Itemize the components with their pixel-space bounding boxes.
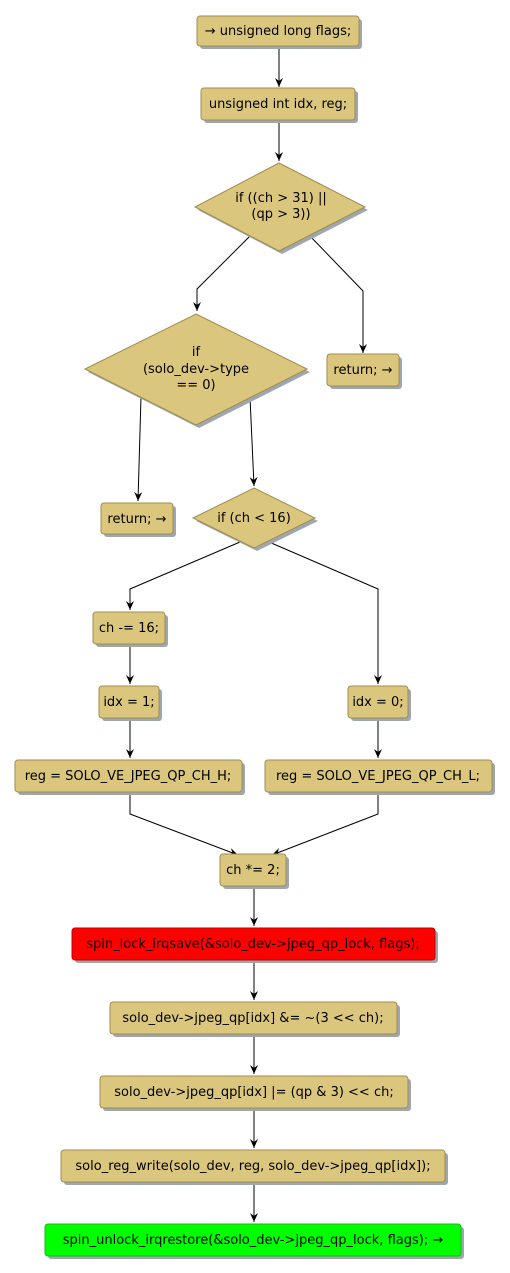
node-idx-1-label: idx = 1; (103, 695, 154, 710)
node-ch-mul-label: ch *= 2; (226, 863, 280, 878)
node-ch-sub-label: ch -= 16; (99, 621, 159, 636)
node-idx-reg-decl-label: unsigned int idx, reg; (209, 97, 347, 112)
node-ch-sub: ch -= 16; (92, 611, 168, 647)
node-reg-write-label: solo_reg_write(solo_dev, reg, solo_dev->… (75, 1159, 430, 1174)
node-ch-mul: ch *= 2; (219, 853, 289, 889)
node-spin-lock-label: spin_lock_irqsave(&solo_dev->jpeg_qp_loc… (86, 937, 419, 952)
node-clear-bits-label: solo_dev->jpeg_qp[idx] &= ~(3 << ch); (122, 1011, 383, 1026)
decision-range-check: if ((ch > 31) || (qp > 3)) (193, 162, 368, 254)
edge-cond-type-to-return-2 (134, 396, 143, 502)
node-reg-h: reg = SOLO_VE_JPEG_QP_CH_H; (14, 759, 245, 795)
node-idx-0-label: idx = 0; (352, 695, 403, 710)
decision-device-type-line-3: == 0) (176, 378, 215, 393)
decision-ch-less-16: if (ch < 16) (191, 487, 318, 551)
node-return-1: return; → (326, 353, 402, 389)
node-spin-unlock-label: spin_unlock_irqrestore(&solo_dev->jpeg_q… (63, 1233, 444, 1248)
edge-cond-range-to-cond-type (193, 234, 252, 311)
edges (126, 46, 382, 1222)
edge-cond-ch-to-ch-sub (126, 541, 241, 610)
edge-reg-l-to-ch-mul (271, 792, 379, 856)
node-spin-lock: spin_lock_irqsave(&solo_dev->jpeg_qp_loc… (71, 927, 438, 963)
node-reg-h-label: reg = SOLO_VE_JPEG_QP_CH_H; (25, 769, 232, 784)
edge-reg-h-to-ch-mul (129, 792, 239, 856)
node-return-2-label: return; → (107, 512, 166, 527)
decision-ch-less-16-label: if (ch < 16) (217, 511, 291, 526)
decision-device-type: if (solo_dev->type == 0) (83, 313, 310, 428)
node-return-1-label: return; → (333, 363, 392, 378)
node-set-bits: solo_dev->jpeg_qp[idx] |= (qp & 3) << ch… (99, 1075, 411, 1111)
node-spin-unlock: spin_unlock_irqrestore(&solo_dev->jpeg_q… (44, 1223, 464, 1259)
decision-range-check-line-1: if ((ch > 31) || (235, 191, 327, 206)
node-flags-decl: → unsigned long flags; (196, 15, 362, 49)
edge-cond-ch-to-idx-0 (268, 541, 382, 684)
node-idx-0: idx = 0; (347, 685, 411, 721)
node-reg-l-label: reg = SOLO_VE_JPEG_QP_CH_L; (276, 769, 480, 784)
node-reg-l: reg = SOLO_VE_JPEG_QP_CH_L; (264, 759, 495, 795)
node-return-2: return; → (100, 502, 176, 537)
node-idx-1: idx = 1; (98, 685, 162, 721)
node-reg-write: solo_reg_write(solo_dev, reg, solo_dev->… (60, 1149, 448, 1185)
decision-range-check-line-2: (qp > 3)) (251, 207, 310, 222)
node-idx-reg-decl: unsigned int idx, reg; (200, 87, 358, 123)
node-clear-bits: solo_dev->jpeg_qp[idx] &= ~(3 << ch); (109, 1001, 400, 1037)
decision-device-type-line-1: if (192, 345, 201, 360)
decision-device-type-line-2: (solo_dev->type (143, 362, 249, 377)
edge-cond-type-to-cond-ch (249, 396, 258, 487)
edge-cond-range-to-return-1 (308, 234, 367, 353)
node-set-bits-label: solo_dev->jpeg_qp[idx] |= (qp & 3) << ch… (114, 1085, 393, 1100)
node-flags-decl-label: → unsigned long flags; (205, 24, 352, 39)
